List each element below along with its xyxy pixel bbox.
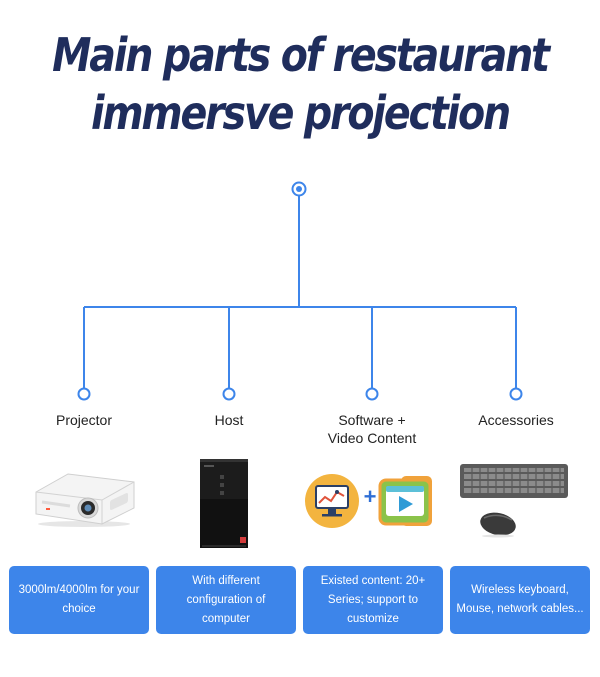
node-projector xyxy=(77,387,91,401)
label-projector: Projector xyxy=(55,412,113,428)
label-software-line-2: Video Content xyxy=(327,430,417,446)
node-accessories xyxy=(509,387,523,401)
root-node-dot xyxy=(296,186,302,192)
card-software: Existed content: 20+ Series; support to … xyxy=(303,566,443,634)
computer-tower-icon xyxy=(200,459,248,548)
node-software xyxy=(365,387,379,401)
card-host: With different configuration of computer xyxy=(156,566,296,634)
label-host: Host xyxy=(214,412,244,428)
label-accessories: Accessories xyxy=(478,412,554,428)
projector-icon xyxy=(35,473,135,527)
page-title: Main parts of restaurant immersve projec… xyxy=(42,26,558,142)
label-software-line-1: Software + xyxy=(338,412,406,428)
card-host-text: With different configuration of computer xyxy=(186,574,266,625)
card-accessories: Wireless keyboard, Mouse, network cables… xyxy=(450,566,590,634)
label-software: Software + Video Content xyxy=(302,411,442,447)
card-accessories-text: Wireless keyboard, Mouse, network cables… xyxy=(456,584,584,615)
keyboard-mouse-icon xyxy=(460,464,568,538)
title-line-2: immersve projection xyxy=(90,86,511,140)
plus-sign: + xyxy=(363,484,377,509)
card-software-text: Existed content: 20+ Series; support to … xyxy=(320,574,426,625)
card-projector: 3000lm/4000lm for your choice xyxy=(9,566,149,634)
card-projector-text: 3000lm/4000lm for your choice xyxy=(18,584,140,615)
software-video-icon xyxy=(305,474,432,528)
title-line-1: Main parts of restaurant xyxy=(52,28,550,82)
node-host xyxy=(222,387,236,401)
